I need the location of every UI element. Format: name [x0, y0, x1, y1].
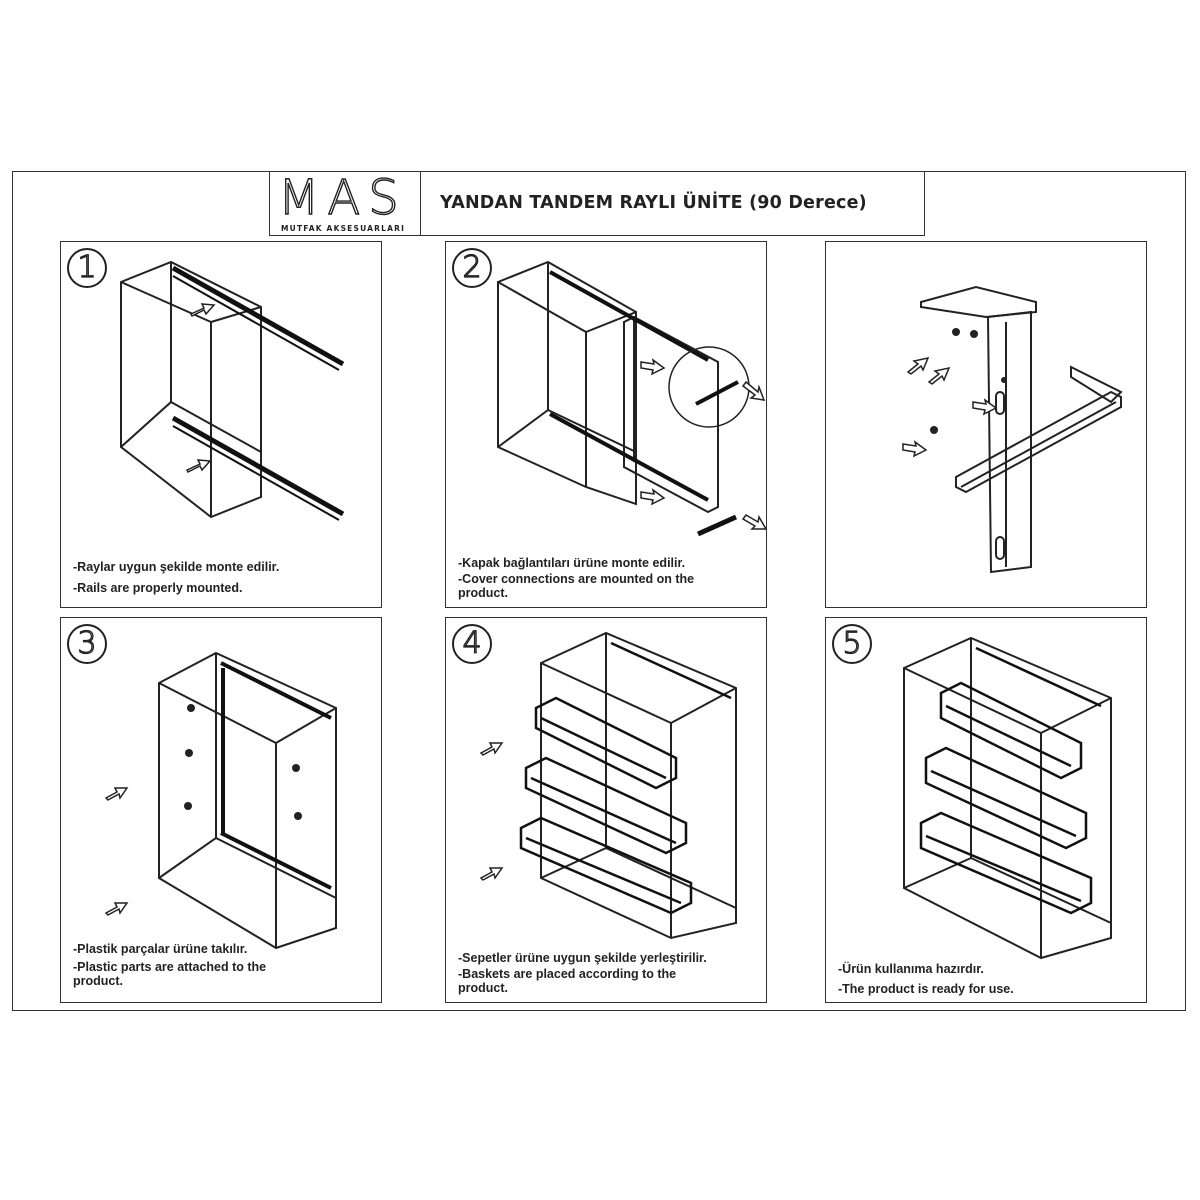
page-title: YANDAN TANDEM RAYLI ÜNİTE (90 Derece): [440, 193, 867, 213]
step-3-number: 3: [67, 624, 107, 664]
step-2-caption-en: -Cover connections are mounted on the pr…: [458, 572, 695, 600]
step-1-caption-tr: -Raylar uygun şekilde monte edilir.: [73, 560, 280, 574]
step-2-panel: 2 -Kapak bağlantıları ürüne monte edilir…: [445, 241, 768, 608]
detail-illustration: [902, 285, 1123, 574]
step-5-caption-en: -The product is ready for use.: [838, 982, 1014, 996]
step-5-illustration: [903, 636, 1112, 960]
step-3-caption-en: -Plastic parts are attached to the produ…: [73, 960, 267, 988]
step-4-illustration: [479, 631, 737, 940]
step-1-illustration: [120, 260, 345, 521]
step-5-number: 5: [832, 624, 872, 664]
instruction-sheet: [12, 171, 1186, 1011]
step-2-number: 2: [452, 248, 492, 288]
brand-logo: MAS: [277, 170, 407, 226]
step-3-caption: -Plastik parçalar ürüne takılır. -Plasti…: [73, 942, 313, 995]
detail-panel: [825, 241, 1147, 608]
logo-frame: [269, 171, 421, 236]
step-4-panel: 4 -Sepetler ürüne uygun şekilde yerleşti…: [445, 617, 767, 1003]
step-4-caption-en: -Baskets are placed according to the pro…: [458, 967, 677, 995]
step-4-caption: -Sepetler ürüne uygun şekilde yerleştiri…: [458, 951, 718, 1002]
step-2-caption-tr: -Kapak bağlantıları ürüne monte edilir.: [458, 556, 686, 570]
step-5-caption-tr: -Ürün kullanıma hazırdır.: [838, 962, 984, 976]
step-1-caption-en: -Rails are properly mounted.: [73, 581, 243, 595]
step-5-caption: -Ürün kullanıma hazırdır. -The product i…: [838, 962, 1098, 1003]
step-1-caption: -Raylar uygun şekilde monte edilir. -Rai…: [73, 560, 279, 602]
step-4-caption-tr: -Sepetler ürüne uygun şekilde yerleştiri…: [458, 951, 707, 965]
step-1-number: 1: [67, 248, 107, 288]
step-4-number: 4: [452, 624, 492, 664]
step-2-illustration: [497, 260, 768, 537]
step-3-panel: 3 -Plastik parçalar ürüne takılır. -Plas…: [60, 617, 382, 1003]
step-2-caption: -Kapak bağlantıları ürüne monte edilir. …: [458, 556, 708, 607]
step-3-illustration: [104, 651, 337, 950]
step-1-panel: 1 -Raylar uygun şekilde monte edilir. -R…: [60, 241, 382, 608]
step-5-panel: 5 -Ürün kullanıma hazırdır. -The product…: [825, 617, 1147, 1003]
brand-subtitle: MUTFAK AKSESUARLARI: [281, 224, 406, 233]
header-frame: [269, 171, 925, 236]
step-3-caption-tr: -Plastik parçalar ürüne takılır.: [73, 942, 248, 956]
